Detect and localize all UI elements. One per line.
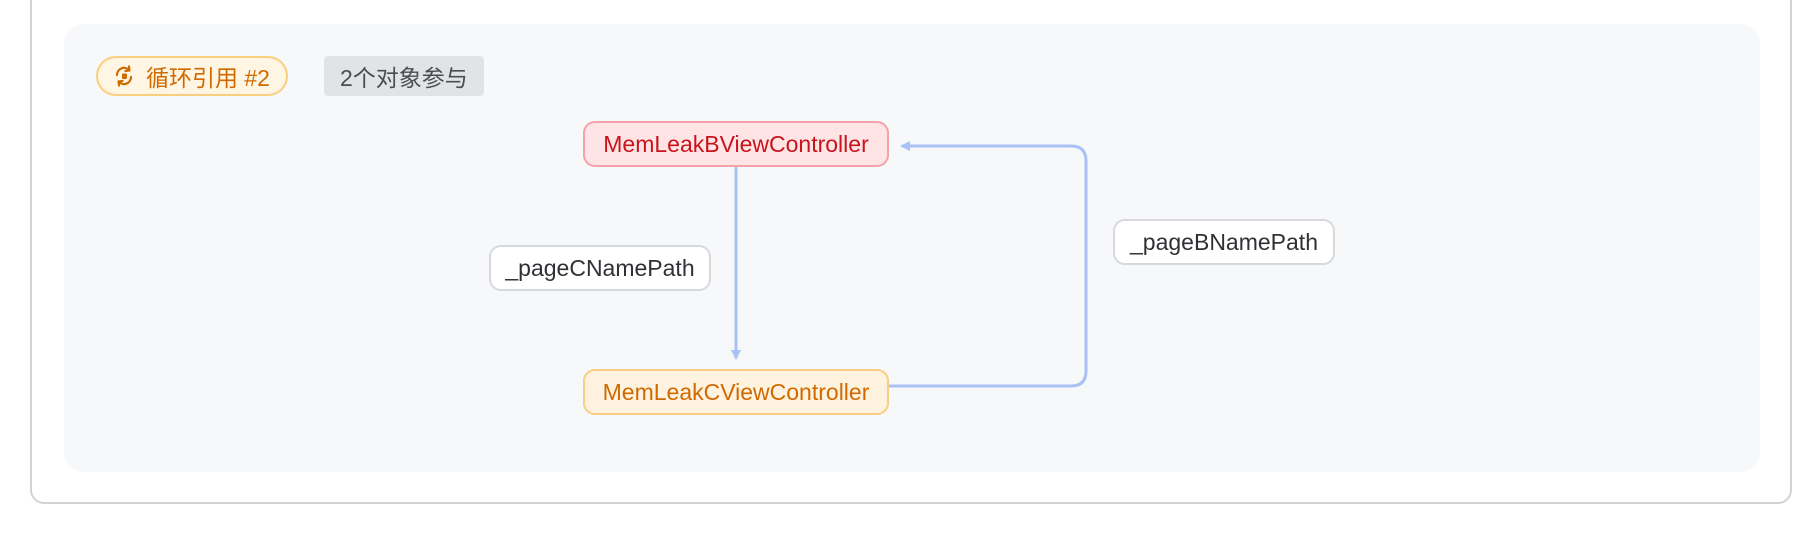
cycle-panel	[64, 24, 1760, 472]
node-memleak-b-view-controller[interactable]: MemLeakBViewController	[583, 121, 889, 167]
cycle-badge-label: 循环引用 #2	[146, 65, 270, 91]
cycle-icon	[112, 64, 136, 88]
edge-label-page-c-name-path: _pageCNamePath	[489, 245, 711, 291]
object-count-tag: 2个对象参与	[324, 56, 484, 96]
cycle-badge: 循环引用 #2	[96, 56, 288, 96]
edge-label-page-b-name-path: _pageBNamePath	[1113, 219, 1335, 265]
node-memleak-c-view-controller[interactable]: MemLeakCViewController	[583, 369, 889, 415]
